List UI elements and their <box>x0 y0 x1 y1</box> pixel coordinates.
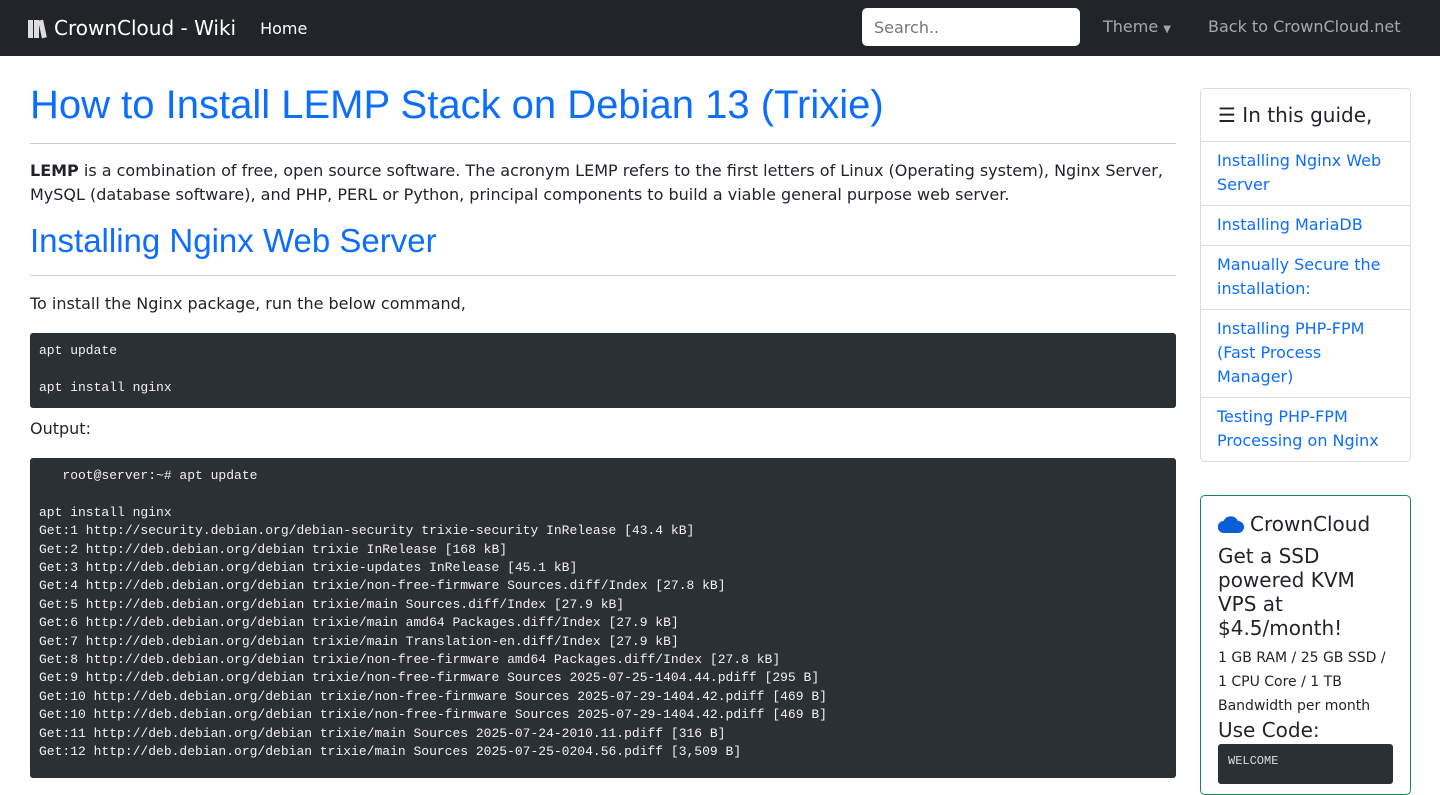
brand-text: CrownCloud - Wiki <box>54 16 237 40</box>
divider <box>30 275 1176 276</box>
theme-dropdown[interactable]: Theme ▼ <box>1103 17 1171 36</box>
toc-item[interactable]: Installing MariaDB <box>1201 206 1410 246</box>
books-icon <box>28 18 48 39</box>
cloud-icon <box>1218 516 1244 533</box>
nav-home[interactable]: Home <box>260 18 308 38</box>
output-label: Output: <box>30 419 91 438</box>
list-icon: ☰ <box>1218 103 1236 127</box>
ad-brand: CrownCloud <box>1218 512 1393 536</box>
command-block[interactable]: apt update apt install nginx <box>30 333 1176 408</box>
ad-title: Get a SSD powered KVM VPS at $4.5/month! <box>1218 544 1355 640</box>
theme-label: Theme <box>1103 17 1159 36</box>
ad-card[interactable]: CrownCloud Get a SSD powered KVM VPS at … <box>1200 495 1411 795</box>
caret-down-icon: ▼ <box>1163 24 1171 35</box>
section-title: Installing Nginx Web Server <box>30 222 437 259</box>
toc-item[interactable]: Installing PHP-FPM (Fast Process Manager… <box>1201 310 1410 398</box>
brand-link[interactable]: CrownCloud - Wiki <box>28 16 236 40</box>
ad-code-label: Use Code: <box>1218 718 1320 742</box>
toc-item[interactable]: Testing PHP-FPM Processing on Nginx <box>1217 407 1379 450</box>
navbar: CrownCloud - Wiki Home Theme ▼ Back to C… <box>0 0 1440 56</box>
ad-code: WELCOME <box>1218 744 1393 784</box>
toc-header: ☰ In this guide, <box>1201 89 1410 142</box>
toc-title: In this guide, <box>1242 103 1373 127</box>
intro: LEMP is a combination of free, open sour… <box>30 159 1176 207</box>
article: How to Install LEMP Stack on Debian 13 (… <box>30 56 1176 778</box>
ad-brand-text: CrownCloud <box>1250 512 1371 536</box>
intro-bold: LEMP <box>30 161 79 180</box>
output-block[interactable]: root@server:~# apt update apt install ng… <box>30 458 1176 778</box>
intro-text: is a combination of free, open source so… <box>30 161 1163 204</box>
search-input[interactable] <box>862 8 1080 46</box>
page-title: How to Install LEMP Stack on Debian 13 (… <box>30 83 884 127</box>
ad-spec: 1 GB RAM / 25 GB SSD / 1 CPU Core / 1 TB… <box>1218 650 1386 714</box>
toc-item[interactable]: Manually Secure the installation: <box>1201 246 1410 310</box>
divider <box>30 143 1176 144</box>
section-text: To install the Nginx package, run the be… <box>30 294 466 313</box>
back-link[interactable]: Back to CrownCloud.net <box>1208 17 1401 36</box>
toc-card: ☰ In this guide, Installing Nginx Web Se… <box>1200 88 1411 462</box>
toc-item[interactable]: Installing Nginx Web Server <box>1201 142 1410 206</box>
